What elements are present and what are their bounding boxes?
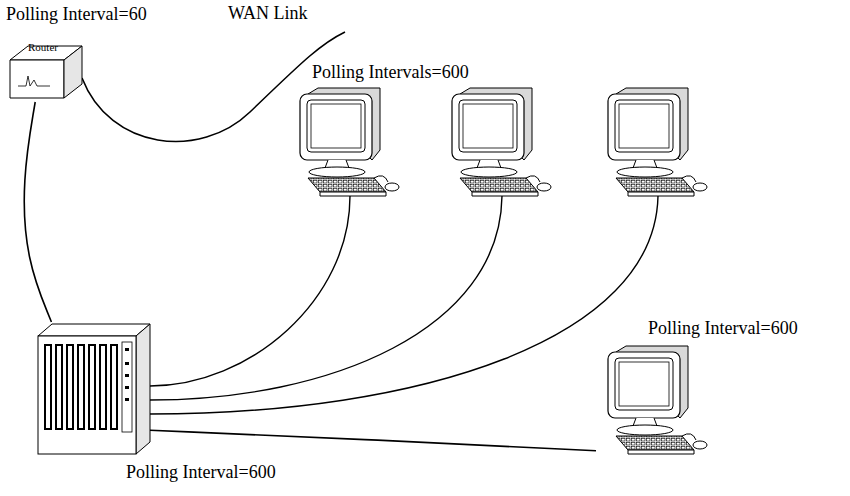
link-label: WAN Link: [228, 3, 308, 24]
router: Polling Interval=60Router: [10, 42, 82, 102]
polling-interval: Polling Interval=600: [648, 318, 798, 339]
hub: Polling Interval=600: [38, 322, 150, 454]
polling-interval: Polling Interval=600: [126, 462, 276, 483]
polling-interval: Polling Interval=60: [6, 4, 147, 25]
pc-wires: [150, 196, 658, 414]
workstation: [452, 88, 551, 196]
device-name: Router: [28, 41, 58, 54]
workstation-symbol: [596, 350, 706, 462]
network-cable: [24, 102, 51, 322]
network-cable: [150, 430, 596, 451]
workstation: [608, 88, 707, 196]
polling-interval: Polling Intervals=600: [312, 62, 469, 83]
workstation: Polling Interval=600: [596, 350, 706, 462]
hub-symbol: [38, 322, 150, 454]
workstation: [300, 88, 399, 196]
